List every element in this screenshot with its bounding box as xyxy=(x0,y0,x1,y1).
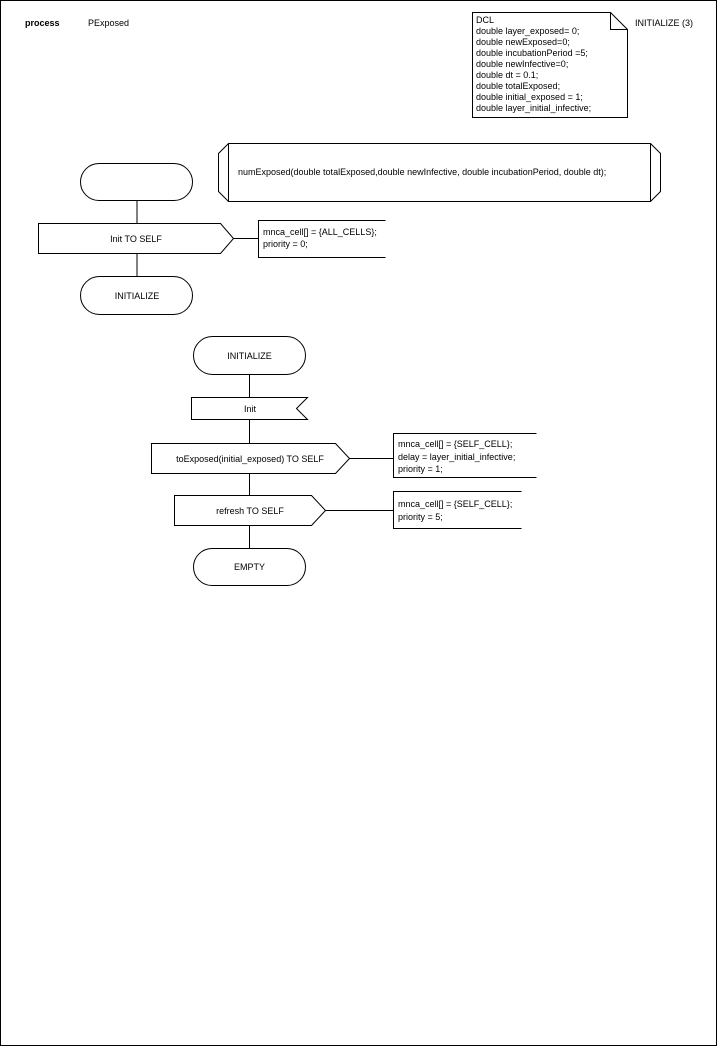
output-init-symbol xyxy=(38,223,235,254)
comment-line: priority = 0; xyxy=(263,239,308,249)
state-empty-label: EMPTY xyxy=(234,562,265,572)
declaration-line: double dt = 0.1; xyxy=(476,70,538,80)
comment-init: mnca_cell[] = {ALL_CELLS}; priority = 0; xyxy=(258,220,386,258)
page-label: INITIALIZE (3) xyxy=(635,18,693,28)
declaration-line: double layer_initial_infective; xyxy=(476,103,591,113)
output-toexposed-symbol xyxy=(151,443,351,474)
declaration-line: DCL xyxy=(476,15,494,25)
input-init-label: Init xyxy=(244,404,257,414)
input-init-symbol xyxy=(191,397,309,420)
state-initialize-1 xyxy=(80,276,193,315)
declaration-line: double newInfective=0; xyxy=(476,59,568,69)
output-refresh-label: refresh TO SELF xyxy=(216,506,284,516)
comment-toexposed: mnca_cell[] = {SELF_CELL}; delay = layer… xyxy=(393,433,537,478)
comment-line: priority = 1; xyxy=(398,464,443,474)
declaration-line: double layer_exposed= 0; xyxy=(476,26,579,36)
comment-line: mnca_cell[] = {ALL_CELLS}; xyxy=(263,227,377,237)
procedure-box: numExposed(double totalExposed,double ne… xyxy=(218,143,661,202)
process-name: PExposed xyxy=(88,18,129,28)
declaration-line: double incubationPeriod =5; xyxy=(476,48,588,58)
comment-line: delay = layer_initial_infective; xyxy=(398,452,515,462)
start-symbol xyxy=(80,163,193,201)
declaration-box: DCL double layer_exposed= 0; double newE… xyxy=(472,12,628,118)
state-initialize-1-label: INITIALIZE xyxy=(115,291,160,301)
declaration-line: double initial_exposed = 1; xyxy=(476,92,583,102)
output-refresh-symbol xyxy=(174,495,327,526)
comment-line: mnca_cell[] = {SELF_CELL}; xyxy=(398,499,512,509)
state-empty xyxy=(193,548,306,586)
output-init-label: Init TO SELF xyxy=(110,234,162,244)
comment-line: priority = 5; xyxy=(398,512,443,522)
state-initialize-2 xyxy=(193,336,306,375)
output-toexposed-label: toExposed(initial_exposed) TO SELF xyxy=(176,454,324,464)
comment-refresh: mnca_cell[] = {SELF_CELL}; priority = 5; xyxy=(393,491,522,529)
state-initialize-2-label: INITIALIZE xyxy=(227,351,272,361)
procedure-signature: numExposed(double totalExposed,double ne… xyxy=(238,167,606,177)
declaration-line: double totalExposed; xyxy=(476,81,560,91)
comment-line: mnca_cell[] = {SELF_CELL}; xyxy=(398,439,512,449)
declaration-line: double newExposed=0; xyxy=(476,37,570,47)
process-keyword: process xyxy=(25,18,60,28)
